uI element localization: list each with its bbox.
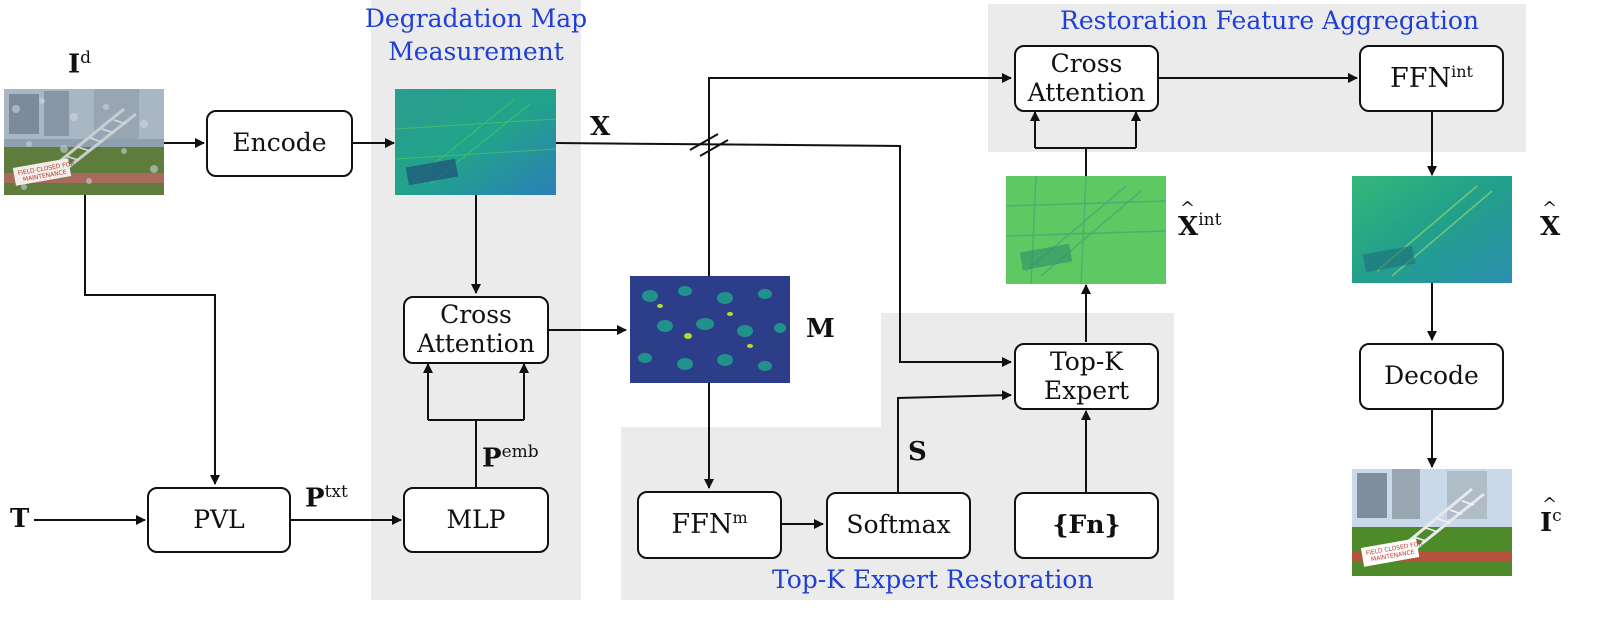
feature-map-x-graphic (395, 89, 556, 195)
experts-label: {Fn} (1052, 510, 1121, 540)
topk-line1: Top-K (1050, 346, 1123, 376)
label-x: X (590, 112, 611, 142)
ffn-int-box: FFNint (1359, 45, 1504, 112)
output-image: FIELD CLOSED FOR MAINTENANCE (1352, 469, 1512, 576)
title-aggregation: Restoration Feature Aggregation (1060, 6, 1479, 35)
degraded-photo-graphic: FIELD CLOSED FOR MAINTENANCE (4, 89, 164, 195)
softmax-box: Softmax (826, 492, 971, 559)
topk-expert-box: Top-K Expert (1014, 343, 1159, 410)
decode-box: Decode (1359, 343, 1504, 410)
label-ic: Ic (1540, 494, 1562, 538)
feature-map-xint-graphic (1006, 176, 1166, 284)
map-m-graphic (630, 276, 790, 383)
cross-attention-1-line2: Attention (417, 329, 535, 358)
cross-attention-2-line1: Cross (1050, 48, 1123, 78)
label-s: S (908, 437, 927, 467)
topk-line2: Expert (1043, 375, 1130, 405)
cross-attention-2-box: Cross Attention (1014, 45, 1159, 112)
label-ptxt: Ptxt (305, 482, 348, 514)
intermediate-feature-xint (1006, 176, 1166, 284)
ffn-m-label: FFNm (671, 508, 748, 541)
cross-attention-1-box: Cross Attention (403, 296, 549, 364)
label-xint: Xint (1178, 198, 1221, 242)
aggregated-feature-xhat (1352, 176, 1512, 283)
mlp-box: MLP (403, 487, 549, 553)
restored-photo-graphic: FIELD CLOSED FOR MAINTENANCE (1352, 469, 1512, 576)
label-input-id: Id (68, 48, 92, 80)
feature-map-xhat-graphic (1352, 176, 1512, 283)
mlp-label: MLP (446, 504, 506, 534)
encode-label: Encode (232, 128, 327, 158)
ffn-m-box: FFNm (637, 491, 782, 559)
encoded-feature-x (395, 89, 556, 195)
pvl-label: PVL (193, 504, 245, 534)
decode-label: Decode (1384, 361, 1479, 391)
pvl-box: PVL (147, 487, 291, 553)
degradation-map-m (630, 276, 790, 383)
label-text-t: T (10, 504, 30, 534)
label-xhat: X (1540, 198, 1560, 242)
ffn-int-label: FFNint (1390, 61, 1473, 94)
input-image: FIELD CLOSED FOR MAINTENANCE (4, 89, 164, 195)
label-m: M (806, 314, 835, 344)
cross-attention-2-line2: Attention (1027, 77, 1146, 107)
title-topk: Top-K Expert Restoration (772, 565, 1094, 594)
label-pemb: Pemb (482, 442, 539, 474)
cross-attention-1-line1: Cross (440, 300, 512, 330)
softmax-label: Softmax (846, 510, 951, 540)
experts-box: {Fn} (1014, 492, 1159, 559)
encode-box: Encode (206, 110, 353, 177)
title-degradation: Degradation Map Measurement (364, 4, 588, 66)
